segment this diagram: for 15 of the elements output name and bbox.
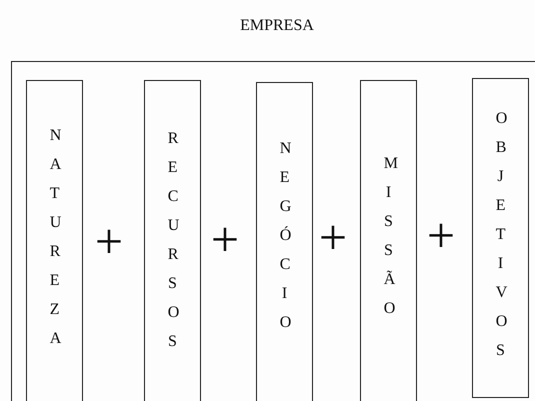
- vertical-box: [360, 80, 417, 401]
- vertical-box: [26, 80, 83, 401]
- vertical-label: NATUREZA: [48, 126, 76, 349]
- vertical-box: [256, 82, 313, 401]
- group-title: EMPRESA: [240, 17, 314, 35]
- plus-sign: +: [94, 216, 124, 266]
- vertical-box: [144, 80, 201, 401]
- vertical-label: NEGÓCIO: [278, 139, 306, 333]
- plus-sign: +: [426, 210, 456, 260]
- vertical-label: MISSÃO: [382, 154, 410, 319]
- plus-sign: +: [318, 212, 348, 262]
- vertical-label: RECURSOS: [166, 129, 194, 352]
- vertical-box: [472, 78, 529, 398]
- plus-sign: +: [210, 214, 240, 264]
- vertical-label: OBJETIVOS: [494, 109, 522, 361]
